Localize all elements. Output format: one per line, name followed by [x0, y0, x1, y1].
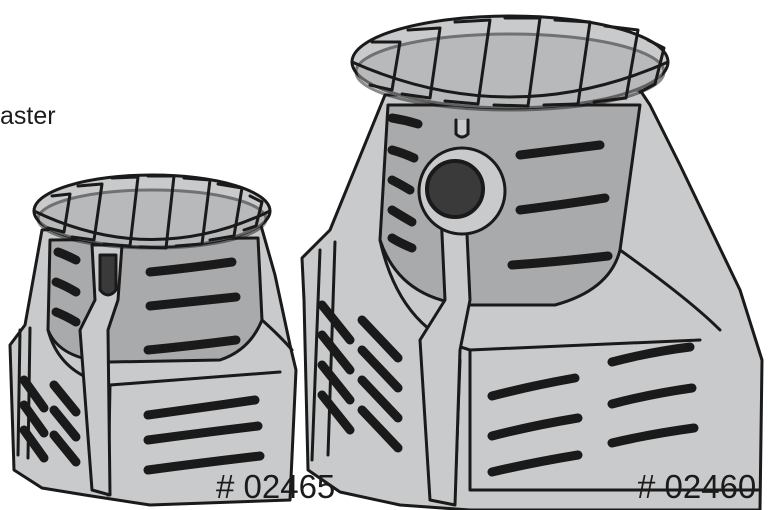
large-inlet-hole	[425, 159, 485, 219]
cut-off-caption-text: aster	[0, 102, 56, 130]
product-number-label-small: # 02465	[216, 468, 336, 505]
large-housing-cylinder	[378, 103, 642, 307]
small-housing	[8, 173, 298, 507]
small-inlet-bracket	[78, 243, 124, 497]
large-housing	[300, 14, 764, 510]
product-number-label-large: # 02460	[637, 468, 757, 505]
